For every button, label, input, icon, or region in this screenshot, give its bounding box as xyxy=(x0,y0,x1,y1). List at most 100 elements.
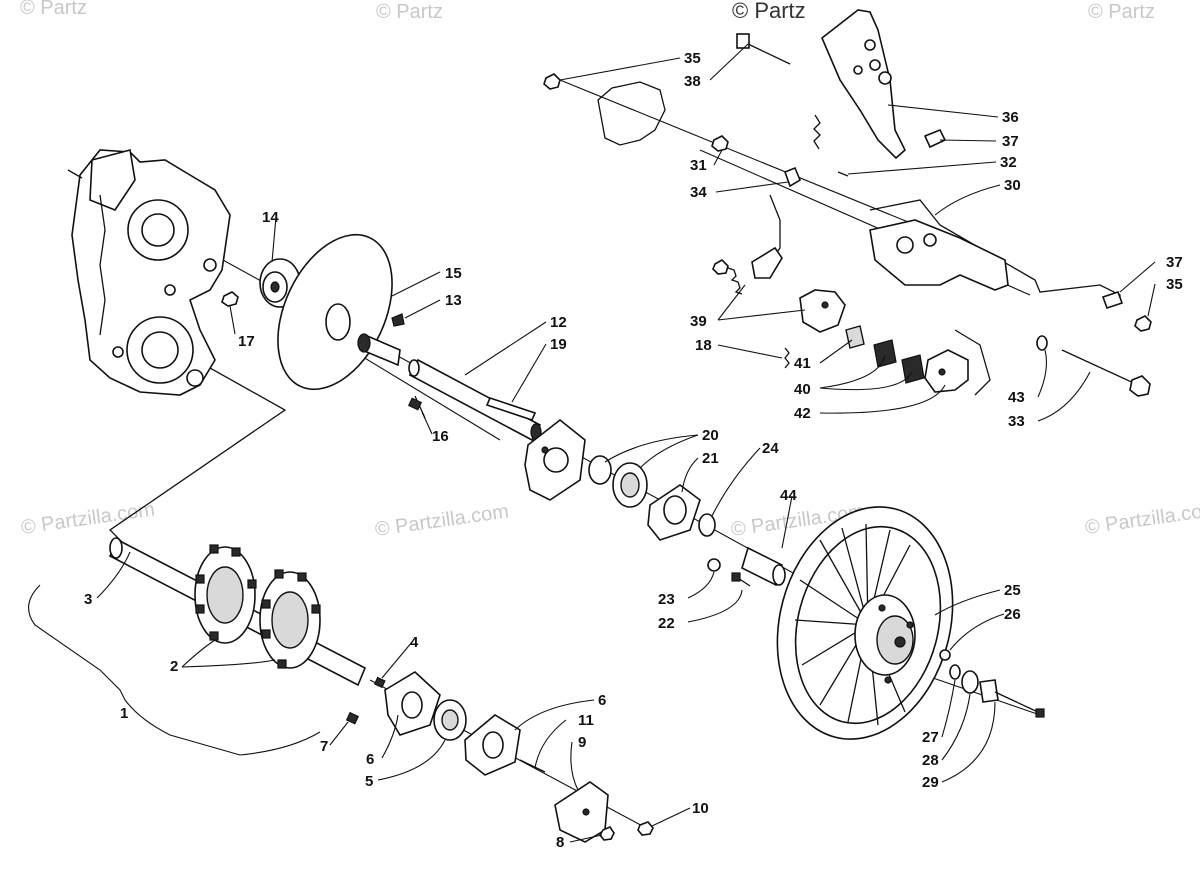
caliper-39-hole xyxy=(821,301,829,309)
watermark-left: © Partzilla.com xyxy=(20,498,157,539)
sprocket-teeth xyxy=(195,544,321,669)
clevis-34 xyxy=(783,166,802,188)
chain-case-tab xyxy=(89,149,136,211)
bushing-37-top xyxy=(923,128,947,149)
lever-hole-3 xyxy=(878,71,892,85)
washer-43 xyxy=(1036,335,1048,351)
bearing-bore xyxy=(270,281,280,293)
nut-17 xyxy=(221,291,239,307)
callout-24: 24 xyxy=(762,440,779,457)
bearing-20-seal xyxy=(588,455,612,485)
flange-6-left-bore xyxy=(401,691,423,719)
housing-bore xyxy=(543,447,569,473)
brake-pad-41 xyxy=(845,325,865,349)
screw-22 xyxy=(731,572,751,587)
nut-35-right xyxy=(1134,315,1152,332)
callout-labels: 1 2 3 4 5 6 6 7 8 9 10 11 12 13 14 15 16… xyxy=(84,50,1183,851)
chain-case xyxy=(67,149,231,396)
callout-5: 5 xyxy=(365,773,373,790)
lever-spring xyxy=(813,114,821,150)
screw-22-head xyxy=(731,572,741,582)
callout-26: 26 xyxy=(1004,606,1021,623)
leader-lines xyxy=(28,43,1156,843)
clutch-hub-bore xyxy=(894,636,906,648)
callout-18: 18 xyxy=(695,337,712,354)
callout-13: 13 xyxy=(445,292,462,309)
brake-lever xyxy=(821,9,906,160)
watermark-corner-left: © Partz xyxy=(20,0,87,19)
callout-38: 38 xyxy=(684,73,701,90)
lever-hole-2 xyxy=(869,59,881,71)
callout-23: 23 xyxy=(658,591,675,608)
bushing-37-right xyxy=(1101,290,1124,310)
sprockets-2 xyxy=(194,544,321,669)
callout-21: 21 xyxy=(702,450,719,467)
housing-9-rivet xyxy=(582,808,590,816)
case-arrow xyxy=(67,169,83,179)
callout-44: 44 xyxy=(780,487,797,504)
sprocket-right-hub xyxy=(271,591,309,649)
drive-shaft-spline xyxy=(109,537,123,559)
cotter-32 xyxy=(837,171,849,177)
splined-coupler xyxy=(357,333,401,367)
caliper-42-hole xyxy=(938,368,946,376)
flange-bore xyxy=(663,495,687,525)
brake-disc-15 xyxy=(277,233,393,391)
spacer-end xyxy=(772,564,786,586)
bolt-16 xyxy=(407,395,426,419)
callout-11: 11 xyxy=(578,712,594,729)
callout-14: 14 xyxy=(262,209,279,226)
adjuster-bolt xyxy=(712,259,743,295)
callout-30: 30 xyxy=(1004,177,1021,194)
watermark-corner-right: © Partz xyxy=(1088,1,1155,23)
callout-17: 17 xyxy=(238,333,255,350)
caliper-bracket-30 xyxy=(869,219,1009,291)
bolt-31 xyxy=(711,135,729,152)
spacer-body xyxy=(741,546,783,587)
sprocket-left-hub xyxy=(206,566,244,624)
callout-1: 1 xyxy=(120,705,128,722)
flange-21 xyxy=(647,484,701,541)
bearings-20 xyxy=(588,455,648,508)
housing-9 xyxy=(554,781,609,843)
callout-16: 16 xyxy=(432,428,449,445)
callout-29: 29 xyxy=(922,774,939,791)
washer-27 xyxy=(949,664,961,680)
callout-36: 36 xyxy=(1002,109,1019,126)
clutch-hub-rivet-1 xyxy=(878,604,886,612)
callout-40: 40 xyxy=(794,381,811,398)
case-hole xyxy=(112,346,124,358)
brake-pad-40-b xyxy=(901,354,925,384)
bearing-5-inner xyxy=(441,709,459,731)
housing-rivet xyxy=(541,446,549,454)
washer-23 xyxy=(707,558,721,572)
callout-15: 15 xyxy=(445,265,462,282)
caliper-link-line xyxy=(954,329,991,396)
bolt-16-head xyxy=(407,397,423,411)
bolt-29-shank xyxy=(994,691,1041,714)
washer-24 xyxy=(698,513,716,537)
screw-4 xyxy=(373,676,386,689)
flange-6-right-bore xyxy=(482,731,504,759)
watermark-top-mid: © Partz xyxy=(376,1,443,23)
adjuster-bolt-head xyxy=(712,259,729,275)
callout-10: 10 xyxy=(692,800,709,817)
clutch-hub-rivet-2 xyxy=(906,621,914,629)
callout-39: 39 xyxy=(690,313,707,330)
callout-12: 12 xyxy=(550,314,567,331)
callout-37-right: 37 xyxy=(1166,254,1183,271)
watermark-top: © Partz xyxy=(732,0,806,23)
spring-18 xyxy=(784,347,790,369)
bracket-hole-2 xyxy=(923,233,937,247)
case-rib xyxy=(99,194,106,336)
brake-pad-40-a xyxy=(873,339,897,368)
clutch-hub-rivet-3 xyxy=(884,676,892,684)
assembly-axes xyxy=(108,79,1121,831)
callout-27: 27 xyxy=(922,729,939,746)
washer-28 xyxy=(961,670,979,694)
case-lower-boss xyxy=(186,369,204,387)
lever-hole-4 xyxy=(853,65,863,75)
adjuster-spring xyxy=(727,267,743,295)
callout-31: 31 xyxy=(690,157,707,174)
